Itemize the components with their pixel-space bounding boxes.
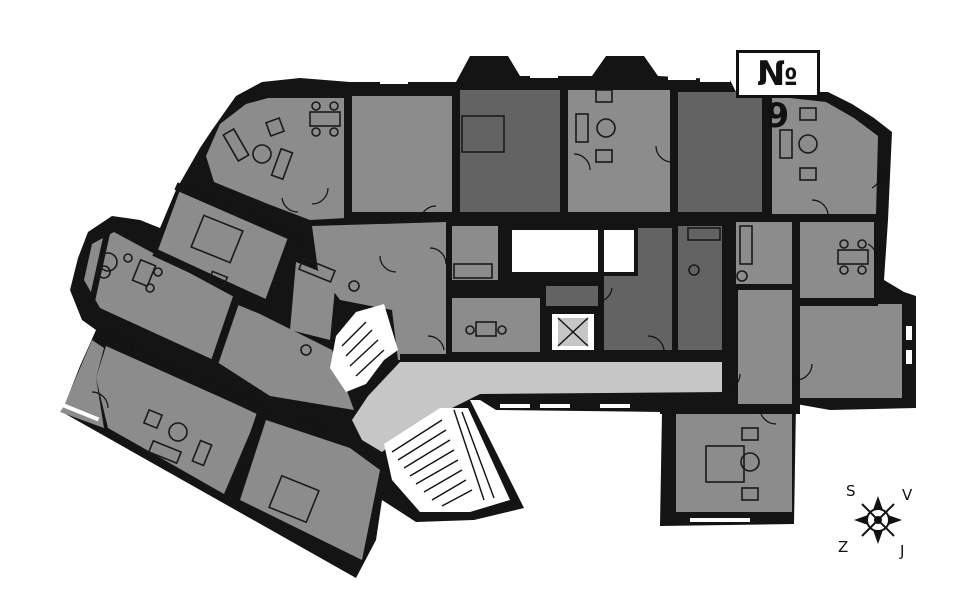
apartment-rooms bbox=[60, 90, 902, 560]
common-areas bbox=[330, 226, 726, 512]
room-bottom-right-bedroom bbox=[676, 414, 792, 512]
room-top-2 bbox=[352, 96, 452, 212]
light-well bbox=[510, 228, 636, 272]
partitions bbox=[344, 88, 878, 414]
room-lower-left bbox=[96, 346, 258, 494]
room-center-small-bath bbox=[452, 226, 498, 280]
furniture bbox=[97, 89, 869, 524]
compass-south-label: J bbox=[899, 542, 904, 560]
compass-rose: S V J Z bbox=[838, 482, 913, 560]
compass-east-label: V bbox=[902, 486, 913, 504]
room-left-bedroom bbox=[158, 190, 292, 300]
room-top-left-lounge bbox=[206, 98, 346, 220]
room-top-4 bbox=[568, 90, 670, 212]
room-left-hall bbox=[290, 262, 336, 340]
floor-number-label: № 9 bbox=[757, 54, 799, 136]
room-top-5 bbox=[678, 92, 762, 212]
stair-treads bbox=[341, 321, 495, 507]
diagonal-partitions bbox=[87, 182, 302, 502]
room-right-living bbox=[800, 304, 902, 398]
compass-west-label: Z bbox=[838, 538, 848, 556]
room-center-hall bbox=[312, 222, 446, 360]
curved-stair bbox=[330, 304, 398, 392]
room-left-bath bbox=[214, 300, 354, 410]
room-lower-left-small bbox=[60, 340, 104, 428]
room-right-dining bbox=[798, 222, 874, 304]
room-right-bath bbox=[736, 222, 792, 284]
corridor bbox=[352, 362, 726, 452]
room-right-hall bbox=[738, 288, 792, 404]
compass-north-label: S bbox=[846, 482, 856, 500]
room-lower-middle bbox=[240, 420, 380, 560]
windows bbox=[60, 74, 912, 522]
door-swings bbox=[91, 145, 882, 433]
room-center-right-2 bbox=[676, 226, 722, 350]
floor-number-badge: № 9 bbox=[736, 50, 820, 136]
main-stair bbox=[384, 408, 510, 512]
room-top-right bbox=[772, 96, 878, 216]
room-left-living bbox=[84, 232, 236, 362]
room-top-3 bbox=[460, 90, 560, 212]
